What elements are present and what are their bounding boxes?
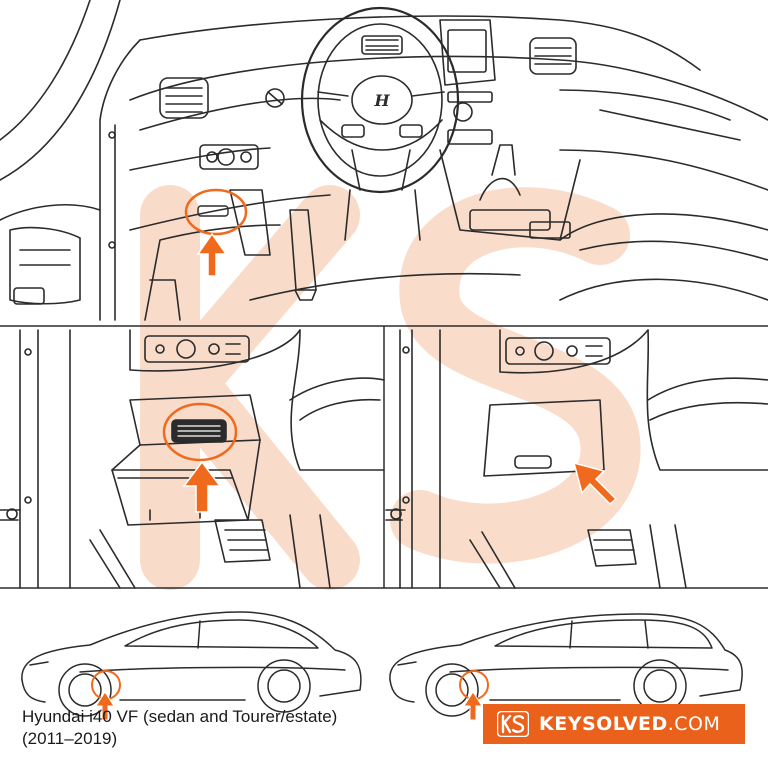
sedan-side-view: [21, 611, 362, 717]
brand-name-suffix: .COM: [667, 713, 721, 735]
highlight-circle-icon: [162, 402, 238, 462]
caption-years: (2011–2019): [22, 729, 118, 748]
obd-cover-handle: [514, 455, 552, 469]
obd-cover-outline: [197, 205, 229, 217]
vehicle-caption: Hyundai i40 VF (sedan and Tourer/estate)…: [22, 706, 337, 750]
highlight-circle-icon: [184, 188, 248, 236]
brand-badge[interactable]: KEYSOLVED.COM: [483, 704, 745, 744]
middle-right-panel-closed-cover: [385, 329, 768, 589]
ks-watermark: [140, 185, 641, 590]
top-panel-dashboard: [0, 0, 768, 321]
obd-port-icon: [171, 419, 227, 443]
ks-logo-icon: [497, 711, 529, 737]
panel-dividers: [0, 325, 768, 589]
brand-name: KEYSOLVED.COM: [539, 713, 720, 735]
sedan-highlight: [91, 670, 121, 721]
arrow-up-icon: [182, 460, 222, 513]
estate-highlight: [459, 670, 489, 721]
top-panel-highlight: [184, 188, 248, 277]
arrow-up-icon: [196, 232, 228, 277]
estate-side-view: [389, 613, 743, 717]
arrow-diagonal-icon: [572, 461, 618, 506]
caption-model: Hyundai i40 VF (sedan and Tourer/estate): [22, 707, 338, 726]
arrow-up-icon: [463, 691, 483, 721]
middle-left-panel-open-port: [0, 329, 385, 589]
steering-wheel-logo: H: [373, 91, 390, 110]
middle-left-highlight: [162, 402, 238, 513]
arrow-up-icon: [95, 691, 115, 721]
brand-name-bold: KEYSOLVED: [539, 713, 668, 735]
